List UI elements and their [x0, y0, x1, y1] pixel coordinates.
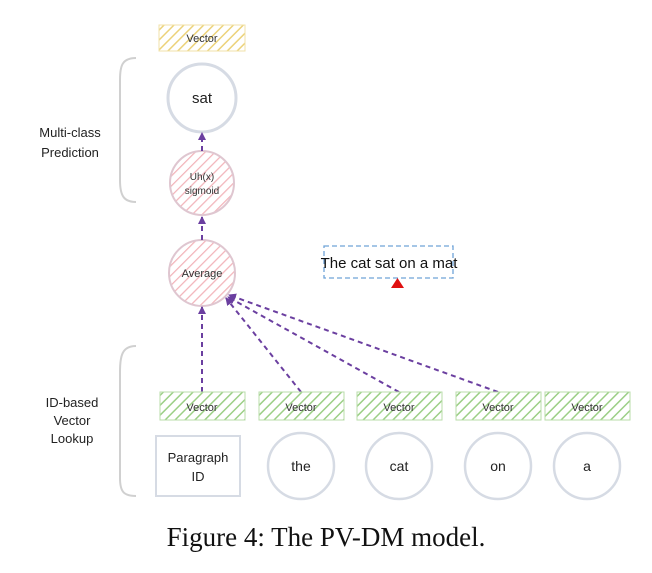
sigmoid-label-line1: Uh(x): [190, 172, 214, 183]
paragraph-id-label-line1: Paragraph: [168, 450, 229, 465]
figure-caption: Figure 4: The PV-DM model.: [166, 522, 486, 552]
input-vector-on: Vector: [455, 391, 542, 421]
word-node-a: [552, 431, 622, 501]
prediction-bracket-label-line2: Prediction: [41, 145, 99, 160]
arrow-on-vector-to-average: [228, 293, 499, 393]
word-node-the: [266, 431, 336, 501]
input-vector-cat-label: Vector: [383, 402, 415, 414]
arrow-the-vector-to-average: [225, 297, 302, 393]
lookup-bracket-label-line3: Lookup: [51, 431, 94, 446]
prediction-bracket: [119, 57, 137, 203]
word-node-cat-label: cat: [390, 458, 409, 474]
input-vector-a: Vector: [544, 391, 631, 421]
sentence-text: The cat sat on a mat: [321, 255, 459, 272]
word-node-on-label: on: [490, 458, 506, 474]
input-vector-cat: Vector: [356, 391, 443, 421]
word-node-a-label: a: [583, 458, 591, 474]
output-word-label: sat: [192, 90, 213, 107]
arrow-cat-vector-to-average: [227, 296, 400, 393]
output-vector-label: Vector: [186, 33, 218, 45]
sentence-box: [323, 245, 454, 279]
word-node-cat: [364, 431, 434, 501]
word-node-the-label: the: [291, 458, 311, 474]
prediction-bracket-label-line1: Multi-class: [39, 125, 101, 140]
word-node-on: [463, 431, 533, 501]
average-label: Average: [182, 268, 223, 280]
target-word-marker-icon: [391, 278, 404, 288]
lookup-bracket-label-line2: Vector: [54, 413, 92, 428]
sigmoid-label-line2: sigmoid: [185, 186, 219, 197]
sigmoid-node: [169, 150, 235, 216]
input-vector-paragraph-label: Vector: [186, 402, 218, 414]
paragraph-id-node: [155, 435, 241, 497]
input-vector-paragraph: Vector: [159, 391, 246, 421]
input-vector-the: Vector: [258, 391, 345, 421]
input-vector-a-label: Vector: [571, 402, 603, 414]
input-vector-the-label: Vector: [285, 402, 317, 414]
input-vector-on-label: Vector: [482, 402, 514, 414]
lookup-bracket: [119, 345, 137, 497]
paragraph-id-label-line2: ID: [192, 469, 205, 484]
lookup-bracket-label-line1: ID-based: [46, 395, 99, 410]
output-vector-box: [158, 24, 246, 52]
